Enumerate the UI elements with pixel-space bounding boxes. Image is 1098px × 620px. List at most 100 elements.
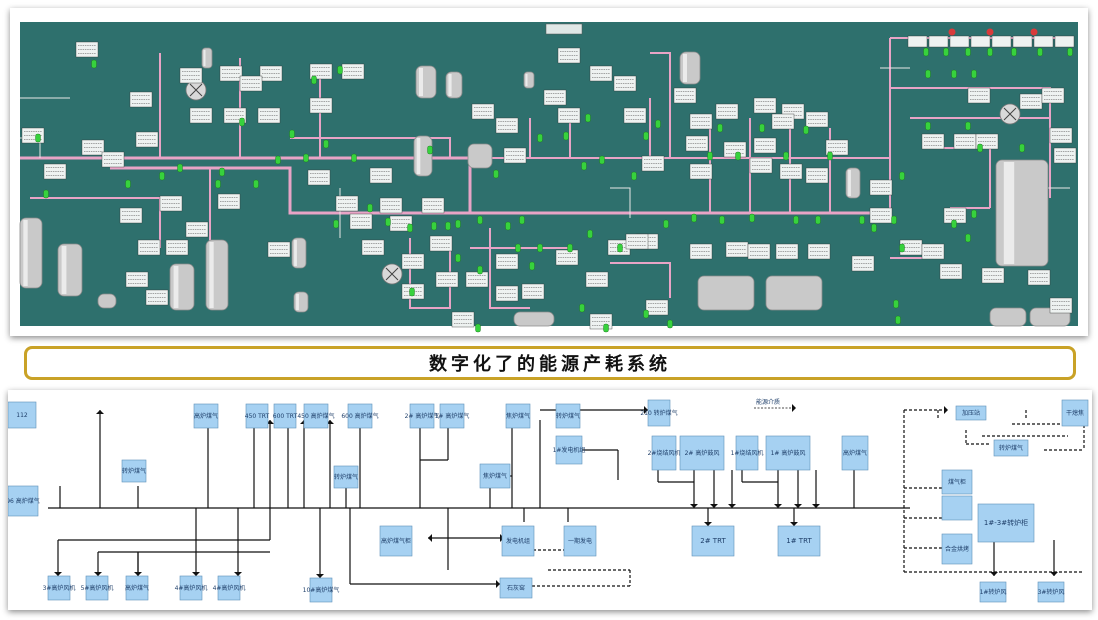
- top-block: 干熄焦: [1061, 399, 1089, 427]
- green-valve-node: [431, 221, 437, 231]
- instrument-panel: [101, 151, 125, 168]
- green-valve-node: [749, 213, 755, 223]
- green-valve-node: [691, 213, 697, 223]
- instrument-panel: [81, 139, 105, 156]
- instrument-panel: [939, 263, 963, 280]
- top-block: 1# 高炉煤气: [435, 403, 469, 429]
- flow-arrow: [990, 572, 998, 576]
- mid-block-rect: [765, 435, 811, 471]
- mid-block-label: 1#烧结风机: [731, 449, 764, 457]
- top-block-label: 加压站: [962, 409, 980, 417]
- mid-block-label: 1#-3#转炉柜: [984, 518, 1028, 527]
- bottom-block: 1#转炉风: [979, 581, 1007, 603]
- mid-block-label: 2#烧结风机: [648, 449, 681, 457]
- mid-block: 高炉煤气: [841, 435, 869, 471]
- flow-arrow: [644, 406, 648, 414]
- instrument-panel: [747, 243, 771, 260]
- instrument-panel: [689, 163, 713, 180]
- green-valve-node: [177, 163, 183, 173]
- instrument-panel: [981, 267, 1005, 284]
- fan-blades: [385, 267, 399, 281]
- instrument-panel: [645, 299, 669, 316]
- bottom-block-rect: [979, 581, 1007, 603]
- flow-arrow: [704, 522, 712, 526]
- top-block-label: 干熄焦: [1066, 409, 1084, 417]
- fan-blades: [189, 83, 203, 97]
- top-block: 600 高炉煤气: [341, 403, 379, 429]
- green-valve-node: [581, 161, 587, 171]
- green-valve-node: [515, 243, 521, 253]
- bottom-block-rect: [125, 575, 149, 601]
- green-valve-node: [965, 121, 971, 131]
- green-valve-node: [43, 189, 49, 199]
- instrument-panel: [641, 155, 665, 172]
- top-block: 高炉煤气: [193, 403, 219, 429]
- green-valve-node: [1011, 47, 1017, 57]
- instrument-panel: [623, 107, 647, 124]
- header-panel: [928, 35, 949, 48]
- header-panel: [1012, 35, 1033, 48]
- alarm-indicator: [986, 28, 994, 36]
- white-pipe: [610, 187, 631, 218]
- header-panel: [991, 35, 1012, 48]
- bottom-block: 3#高炉风机: [43, 575, 75, 601]
- instrument-panel: [369, 167, 393, 184]
- header-panel: [1033, 35, 1054, 48]
- instrument-panel: [555, 249, 579, 266]
- instrument-panel: [921, 243, 945, 260]
- flow-arrow: [792, 404, 796, 412]
- instrument-panel: [1049, 127, 1073, 144]
- green-valve-node: [455, 219, 461, 229]
- green-valve-node: [895, 315, 901, 325]
- instrument-panel: [495, 285, 519, 302]
- instrument-panel: [807, 243, 831, 260]
- green-valve-node: [899, 171, 905, 181]
- tank-highlight: [173, 266, 179, 308]
- green-valve-node: [519, 215, 525, 225]
- flow-arrow: [54, 572, 62, 576]
- pink-pipe: [489, 228, 530, 309]
- main-block-rect: [501, 525, 535, 557]
- main-block: 高炉煤气柜: [379, 525, 413, 557]
- instrument-panel: [805, 167, 829, 184]
- green-valve-node: [735, 151, 741, 161]
- green-valve-node: [987, 47, 993, 57]
- caption-banner: 数字化了的能源产耗系统: [24, 346, 1076, 380]
- main-block: 2# TRT: [691, 525, 735, 557]
- green-valve-node: [367, 203, 373, 213]
- scada-title-plate: [545, 23, 583, 35]
- mid-block-rect: [735, 435, 759, 471]
- green-valve-node: [567, 243, 573, 253]
- instrument-panel: [335, 195, 359, 212]
- flow-arrow: [94, 572, 102, 576]
- instrument-panel: [309, 97, 333, 114]
- green-valve-node: [925, 69, 931, 79]
- bottom-block-rect: [85, 575, 109, 601]
- instrument-panel: [257, 107, 281, 124]
- mid-block-rect: [555, 435, 583, 465]
- mid-block-rect: [679, 435, 725, 471]
- instrument-panel: [825, 139, 849, 156]
- mid-block-label: 合金烘烤: [945, 545, 969, 553]
- top-block-rect: [647, 399, 671, 427]
- bottom-block-rect: [179, 575, 203, 601]
- green-valve-node: [579, 303, 585, 313]
- top-block: 450 高炉煤气: [297, 403, 335, 429]
- green-valve-node: [859, 215, 865, 225]
- instrument-panel: [503, 147, 527, 164]
- flow-arrow: [316, 574, 324, 578]
- instrument-panel: [851, 255, 875, 272]
- instrument-panel: [1041, 87, 1065, 104]
- green-valve-node: [1067, 47, 1073, 57]
- instrument-panel: [135, 131, 159, 148]
- mid-block-label: 转炉煤气: [334, 473, 358, 481]
- header-panel: [970, 35, 991, 48]
- top-block-rect: [439, 403, 465, 429]
- main-block-label: 高炉煤气柜: [381, 537, 411, 545]
- top-block: 转炉煤气: [555, 403, 581, 429]
- green-valve-node: [409, 287, 415, 297]
- green-valve-node: [427, 145, 433, 155]
- instrument-panel: [217, 193, 241, 210]
- instrument-panel: [267, 241, 291, 258]
- bottom-block: 5#高炉风机: [81, 575, 113, 601]
